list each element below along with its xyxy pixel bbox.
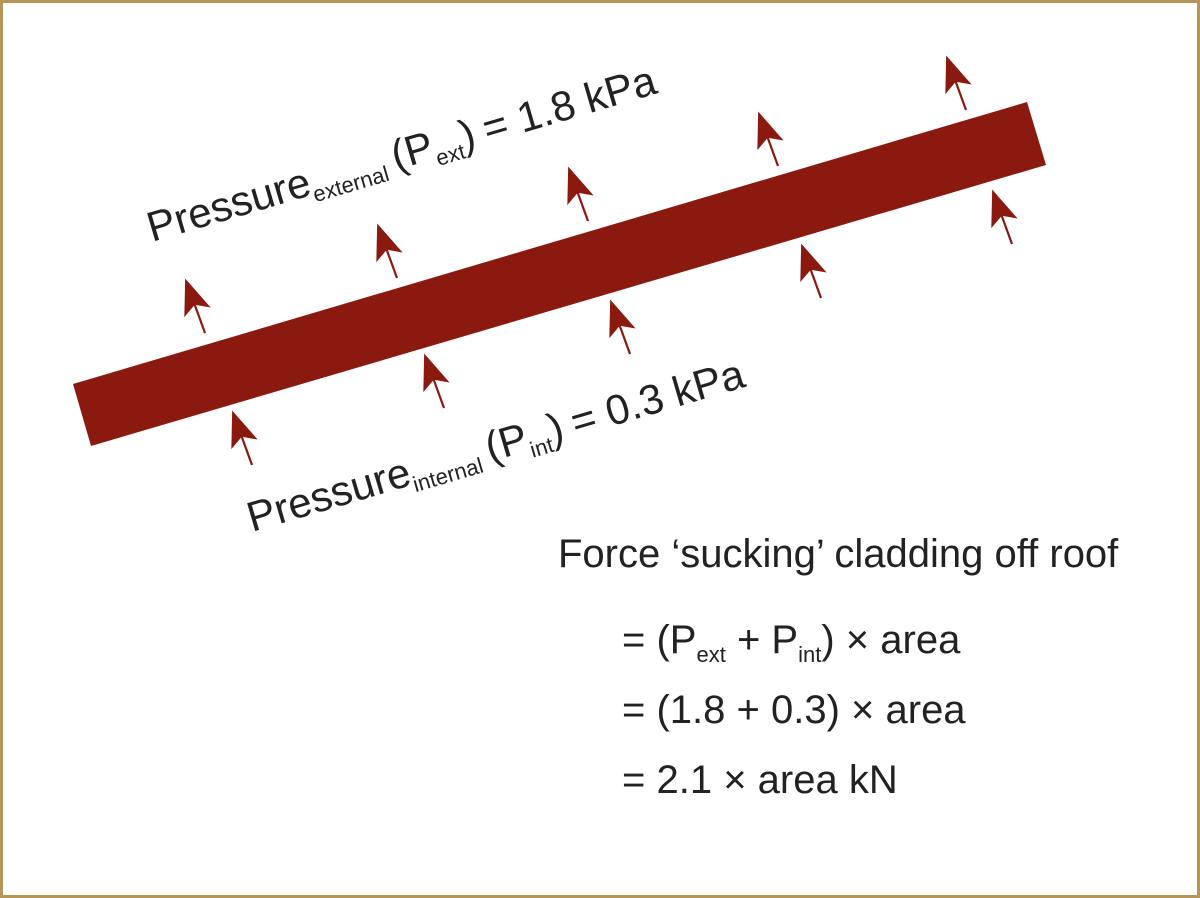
arrow-icon [409, 347, 459, 414]
arrow-icon [977, 183, 1027, 250]
arrow-icon [786, 237, 836, 304]
formula-line-symbolic: = (Pext + Pint) × area [622, 618, 961, 667]
arrow-icon [553, 160, 603, 227]
arrow-icon [170, 272, 220, 339]
arrow-icon [931, 49, 981, 116]
arrow-icon [595, 293, 645, 360]
formula-heading: Force ‘sucking’ cladding off roof [558, 532, 1119, 576]
arrow-icon [743, 105, 793, 172]
formula-line-result: = 2.1 × area kN [622, 758, 898, 802]
arrow-icon [362, 217, 412, 284]
formula-line-values: = (1.8 + 0.3) × area [622, 688, 966, 732]
arrow-icon [217, 404, 267, 471]
roof-cladding-beam [73, 102, 1046, 446]
external-pressure-label: Pressureexternal(Pext)= 1.8 kPa [141, 56, 663, 254]
